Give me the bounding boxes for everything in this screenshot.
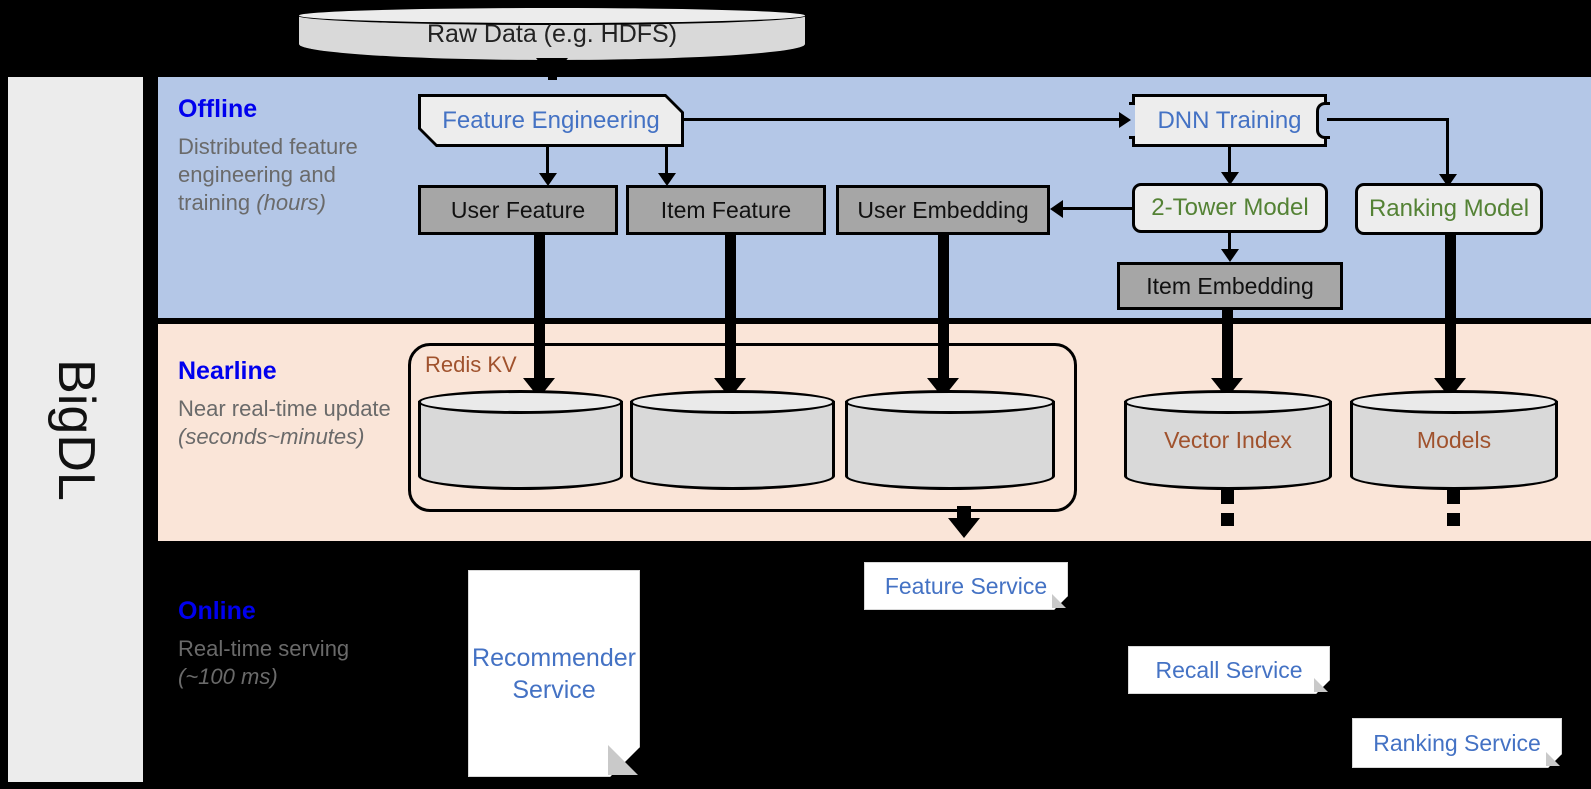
models-label: Models xyxy=(1416,426,1492,453)
online-subtitle-em: (~100 ms) xyxy=(178,663,278,689)
user-embedding-node[interactable]: User Embedding xyxy=(836,185,1050,235)
offline-subtitle: Distributed feature engineering and trai… xyxy=(178,133,408,217)
connector-rankingmodel-models xyxy=(1445,235,1456,385)
redis-kv-container xyxy=(408,343,1077,512)
nearline-label-group: Nearline Near real-time update(seconds~m… xyxy=(178,357,391,451)
feature-engineering-node[interactable]: Feature Engineering xyxy=(418,94,684,147)
raw-data-source: Raw Data (e.g. HDFS) xyxy=(297,6,807,62)
vector-index-top xyxy=(1124,390,1332,414)
arrow-dnn-twotower xyxy=(1221,172,1239,185)
models-store[interactable]: Models xyxy=(1350,390,1558,490)
online-subtitle: Real-time serving(~100 ms) xyxy=(178,635,349,691)
feature-service-label: Feature Service xyxy=(884,572,1048,599)
arrow-redis-featureservice xyxy=(948,518,980,538)
redis-store-3-top xyxy=(845,390,1055,414)
redis-store-1-body xyxy=(418,401,623,490)
redis-store-3-body xyxy=(845,401,1055,490)
connector-twotower-itemembedding xyxy=(1228,233,1231,259)
connector-models-ranking-b xyxy=(1447,513,1460,526)
connector-dnn-ranking-v xyxy=(1446,118,1449,178)
redis-store-1[interactable] xyxy=(418,390,623,490)
connector-userembedding-store xyxy=(938,235,949,385)
connector-dnn-twotower xyxy=(1228,147,1231,175)
feature-engineering-label: Feature Engineering xyxy=(421,97,681,144)
ranking-model-label: Ranking Model xyxy=(1368,195,1530,222)
offline-subtitle-text: Distributed feature engineering and trai… xyxy=(178,133,358,215)
offline-subtitle-em: (hours) xyxy=(256,189,326,215)
arrow-twotower-userembedding xyxy=(1050,200,1063,218)
redis-store-2-top xyxy=(630,390,835,414)
dnn-training-node[interactable]: DNN Training xyxy=(1129,94,1330,147)
redis-kv-label: Redis KV xyxy=(425,352,517,377)
connector-vectorindex-recall-b xyxy=(1221,513,1234,526)
recommender-service-node[interactable]: Recommender Service xyxy=(468,570,640,777)
redis-store-2-body xyxy=(630,401,835,490)
two-tower-model-label: 2-Tower Model xyxy=(1151,194,1309,221)
dnn-training-label: DNN Training xyxy=(1135,97,1324,144)
nearline-subtitle-text: Near real-time update xyxy=(178,395,391,421)
online-label-group: Online Real-time serving(~100 ms) xyxy=(178,597,349,691)
ranking-service-node[interactable]: Ranking Service xyxy=(1352,718,1562,768)
arrow-fe-itemfeature xyxy=(658,173,676,186)
redis-store-2[interactable] xyxy=(630,390,835,490)
connector-vectorindex-recall-a xyxy=(1221,490,1234,504)
ranking-model-node[interactable]: Ranking Model xyxy=(1355,183,1543,235)
raw-data-label: Raw Data (e.g. HDFS) xyxy=(426,19,678,48)
connector-models-ranking-a xyxy=(1447,490,1460,504)
arrow-twotower-itemembedding xyxy=(1221,249,1239,262)
connector-fe-dnn xyxy=(684,118,1120,121)
nearline-title: Nearline xyxy=(178,357,277,385)
arrow-fe-userfeature xyxy=(539,173,557,186)
connector-fe-userfeature xyxy=(546,147,549,175)
connector-itemfeature-store xyxy=(725,235,736,385)
nearline-subtitle-em: (seconds~minutes) xyxy=(178,423,365,449)
connector-dnn-ranking-h xyxy=(1327,118,1449,121)
redis-store-2-label xyxy=(630,390,835,490)
recall-service-node[interactable]: Recall Service xyxy=(1128,646,1330,694)
offline-label-group: Offline Distributed feature engineering … xyxy=(178,95,408,217)
connector-twotower-userembedding xyxy=(1062,207,1134,210)
bigdl-label: BigDL xyxy=(46,358,105,501)
redis-store-1-top xyxy=(418,390,623,414)
user-embedding-label: User Embedding xyxy=(857,196,1029,223)
online-subtitle-text: Real-time serving xyxy=(178,635,350,661)
connector-fe-itemfeature xyxy=(665,147,668,175)
user-feature-node[interactable]: User Feature xyxy=(418,185,618,235)
nearline-subtitle: Near real-time update(seconds~minutes) xyxy=(178,395,391,451)
connector-itemembedding-vectorindex xyxy=(1222,310,1233,385)
two-tower-model-node[interactable]: 2-Tower Model xyxy=(1132,183,1328,233)
redis-store-1-label xyxy=(418,390,623,490)
raw-data-top xyxy=(297,6,807,25)
connector-userfeature-store xyxy=(534,235,545,385)
online-title: Online xyxy=(178,597,256,625)
recall-service-label: Recall Service xyxy=(1155,656,1303,683)
vector-index-label: Vector Index xyxy=(1164,426,1292,453)
recommender-service-label: Recommender Service xyxy=(472,643,636,704)
models-body xyxy=(1350,401,1558,490)
redis-store-3[interactable] xyxy=(845,390,1055,490)
models-top xyxy=(1350,390,1558,414)
offline-title: Offline xyxy=(178,95,258,123)
item-feature-label: Item Feature xyxy=(660,196,792,223)
feature-service-node[interactable]: Feature Service xyxy=(864,562,1068,610)
arrow-rawdata-fe xyxy=(536,58,568,78)
ranking-service-label: Ranking Service xyxy=(1373,729,1541,756)
vector-index-body xyxy=(1124,401,1332,490)
user-feature-label: User Feature xyxy=(450,196,586,223)
connector-redis-featureservice xyxy=(957,506,971,520)
item-feature-node[interactable]: Item Feature xyxy=(626,185,826,235)
arrow-fe-dnn xyxy=(1119,112,1131,128)
item-embedding-node[interactable]: Item Embedding xyxy=(1117,262,1343,310)
redis-store-3-label xyxy=(845,390,1055,490)
item-embedding-label: Item Embedding xyxy=(1146,272,1314,299)
bigdl-framework-rail: BigDL xyxy=(8,77,143,782)
vector-index-store[interactable]: Vector Index xyxy=(1124,390,1332,490)
